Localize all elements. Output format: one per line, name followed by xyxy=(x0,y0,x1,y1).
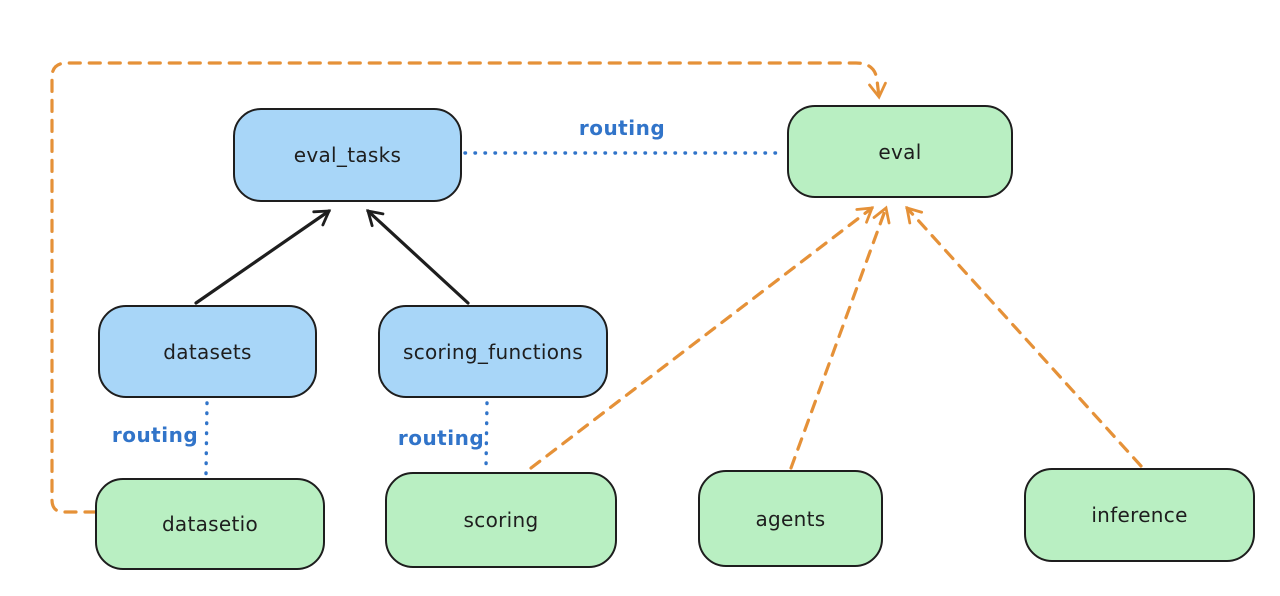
edge-scoring-functions-to-scoring-routing xyxy=(484,401,489,470)
edge-scoring-to-eval xyxy=(529,206,875,470)
routing-label-eval-tasks-eval: routing xyxy=(578,116,666,140)
edge-datasets-to-datasetio-routing xyxy=(204,401,209,476)
edge-datasets-to-eval-tasks xyxy=(194,209,332,305)
node-agents: agents xyxy=(698,470,883,567)
edge-agents-to-eval xyxy=(789,205,891,470)
node-inference-label: inference xyxy=(1091,503,1188,527)
node-datasetio-label: datasetio xyxy=(161,512,259,536)
node-agents-label: agents xyxy=(755,506,826,531)
node-scoring-functions: scoring_functions xyxy=(378,305,608,398)
routing-label-scoring-functions-scoring: routing xyxy=(397,426,485,450)
node-eval-tasks-label: eval_tasks xyxy=(293,143,402,167)
edge-scoring-functions-to-eval-tasks xyxy=(366,209,470,305)
routing-label-datasets-datasetio: routing xyxy=(111,423,199,447)
node-datasets: datasets xyxy=(98,305,317,398)
node-eval-tasks: eval_tasks xyxy=(233,108,462,202)
edge-datasetio-to-eval xyxy=(50,61,887,514)
node-eval-label: eval xyxy=(878,139,922,164)
node-scoring-label: scoring xyxy=(463,508,539,532)
node-scoring: scoring xyxy=(385,472,617,568)
node-datasetio: datasetio xyxy=(95,478,325,570)
node-scoring-functions-label: scoring_functions xyxy=(402,339,584,364)
node-datasets-label: datasets xyxy=(163,339,252,364)
edge-inference-to-eval xyxy=(905,206,1143,468)
node-inference: inference xyxy=(1024,468,1255,562)
node-eval: eval xyxy=(787,105,1013,198)
